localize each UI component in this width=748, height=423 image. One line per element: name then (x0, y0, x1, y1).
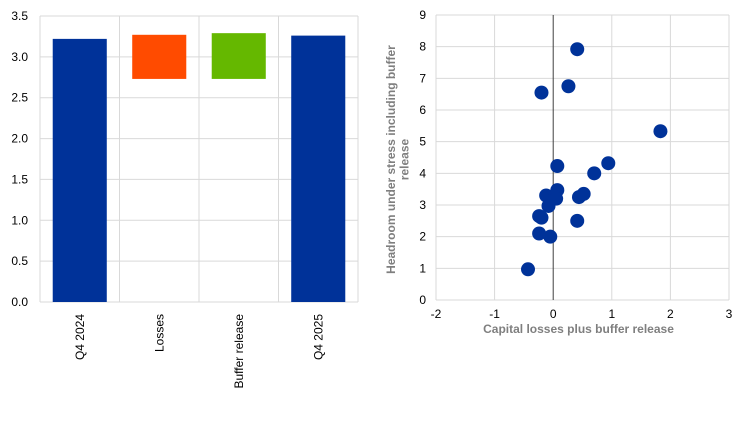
bar-losses (132, 34, 187, 79)
scatter-x-tick-label: -2 (431, 307, 442, 321)
scatter-x-tick-label: -1 (489, 307, 500, 321)
scatter-x-tick-label: 3 (726, 307, 733, 321)
bar-y-tick-label: 3.5 (11, 9, 28, 23)
scatter-y-axis-title-line1: Headroom under stress including buffer (384, 45, 398, 274)
scatter-point (653, 124, 668, 139)
scatter-y-tick-label: 7 (419, 71, 426, 85)
bar-y-tick-label: 2.5 (11, 91, 28, 105)
bar-y-tick-label: 2.0 (11, 132, 28, 146)
scatter-y-tick-label: 3 (419, 198, 426, 212)
scatter-point (570, 42, 585, 57)
scatter-y-axis-title-line2: release (398, 138, 412, 180)
bar-y-tick-label: 0.0 (11, 295, 28, 309)
scatter-point (570, 213, 585, 228)
scatter-point (601, 156, 616, 171)
bar-y-tick-label: 3.0 (11, 50, 28, 64)
scatter-point (521, 262, 536, 277)
scatter-point (550, 159, 565, 174)
bar-y-tick-label: 0.5 (11, 254, 28, 268)
scatter-y-tick-label: 1 (419, 261, 426, 275)
scatter-x-tick-label: 1 (608, 307, 615, 321)
scatter-point (534, 85, 549, 100)
scatter-y-tick-label: 5 (419, 135, 426, 149)
scatter-point (576, 186, 591, 201)
scatter-y-axis-title: Headroom under stress including bufferre… (384, 45, 412, 274)
bar-category-label: Q4 2025 (311, 314, 325, 360)
bar-category-label: Losses (152, 314, 166, 352)
bar-y-tick-label: 1.5 (11, 172, 28, 186)
bar-buffer-release (211, 33, 266, 79)
scatter-y-tick-label: 2 (419, 230, 426, 244)
scatter-point (561, 79, 576, 94)
scatter-y-tick-label: 4 (419, 166, 426, 180)
scatter-point (543, 229, 558, 244)
bar-category-label: Q4 2024 (73, 314, 87, 360)
scatter-point (587, 166, 602, 181)
waterfall-bar-chart: 0.0 0.5 1.0 1.5 2.0 2.5 3.0 3.5 Q4 2024 Losses Buf… (11, 9, 359, 389)
scatter-x-tick-label: 2 (667, 307, 674, 321)
scatter-y-tick-label: 0 (419, 293, 426, 307)
bar-q4-2024 (52, 38, 107, 302)
scatter-point (541, 198, 556, 213)
scatter-point (532, 226, 547, 241)
scatter-x-tick-label: 0 (550, 307, 557, 321)
scatter-y-tick-label: 8 (419, 40, 426, 54)
scatter-point (534, 210, 549, 225)
scatter-x-axis-title: Capital losses plus buffer release (483, 322, 674, 336)
bar-q4-2025 (291, 35, 346, 303)
scatter-y-tick-label: 9 (419, 8, 426, 22)
bar-category-label: Buffer release (232, 314, 246, 389)
scatter-y-tick-label: 6 (419, 103, 426, 117)
bar-y-tick-label: 1.0 (11, 213, 28, 227)
